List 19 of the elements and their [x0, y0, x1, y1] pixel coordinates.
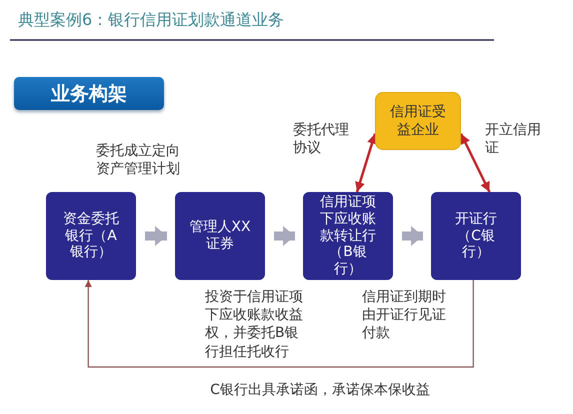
connector-line	[84, 280, 474, 368]
section-banner: 业务构架	[14, 77, 164, 110]
enterprise-box: 信用证受益企业	[375, 92, 461, 150]
edge-label: 委托代理协议	[293, 121, 350, 158]
edge-label: 委托成立定向资产管理计划	[96, 142, 181, 178]
process-box: 开证行（C银行）	[431, 192, 521, 280]
arrow	[145, 226, 167, 246]
edge-label: 开立信用证	[485, 121, 542, 158]
process-box: 信用证项下应收账款转让行（B银行）	[303, 192, 393, 280]
note-text: 信用证到期时由开证行见证付款	[362, 288, 447, 343]
edge-label: C银行出具承诺函，承诺保本保收益	[209, 381, 431, 400]
process-box: 管理人XX证券	[175, 192, 265, 280]
note-text: 投资于信用证项下应收账款收益权，并委托B银行担任托收行	[205, 288, 304, 361]
arrow	[355, 133, 377, 192]
process-box: 资金委托银行（A银行）	[46, 192, 136, 280]
arrow	[274, 226, 295, 246]
title: 典型案例6：银行信用证划款通道业务	[18, 10, 284, 31]
arrow	[402, 226, 423, 246]
arrow	[460, 133, 491, 193]
